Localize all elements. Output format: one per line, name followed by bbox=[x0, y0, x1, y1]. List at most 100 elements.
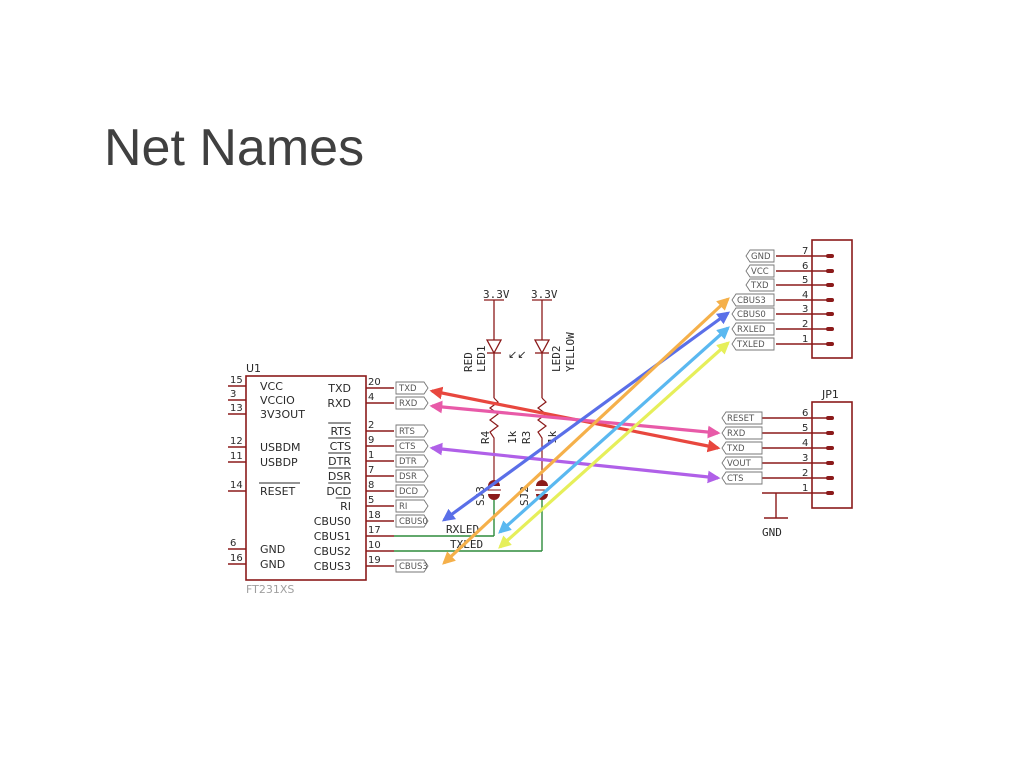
top-header-pin-number: 1 bbox=[802, 334, 808, 345]
u1-left-pin-number: 14 bbox=[230, 480, 243, 491]
top-header-net-tag-label: CBUS0 bbox=[737, 310, 766, 320]
u1-net-tag-label: DTR bbox=[399, 457, 417, 467]
top-header-net-tag bbox=[745, 264, 775, 278]
led2-ref-label: LED2 bbox=[550, 346, 563, 373]
u1-net-tag-label: CTS bbox=[399, 442, 416, 452]
top-header-pin-number: 4 bbox=[802, 290, 808, 301]
jp1-body bbox=[811, 401, 853, 509]
u1-left-pin-number: 11 bbox=[230, 451, 243, 462]
u1-right-pin-number: 4 bbox=[368, 392, 374, 403]
top-header-net-tag bbox=[731, 307, 775, 321]
jp1-net-tag-label: RXD bbox=[727, 429, 746, 439]
jp1-pin-number: 5 bbox=[802, 423, 808, 434]
top-header-net-tag-label: GND bbox=[751, 252, 771, 262]
u1-right-pin-number: 18 bbox=[368, 510, 381, 521]
u1-net-tag bbox=[395, 484, 429, 498]
jp1-net-tag-label: CTS bbox=[727, 474, 744, 484]
jp1-pin bbox=[826, 491, 834, 495]
u1-right-pin-number: 7 bbox=[368, 465, 374, 476]
u1-left-pin-name: RESET bbox=[260, 485, 296, 498]
u1-left-pin-number: 3 bbox=[230, 389, 236, 400]
r3-ref-label: R3 bbox=[520, 431, 533, 444]
u1-net-tag bbox=[395, 514, 429, 528]
u1-ref: U1 bbox=[246, 362, 261, 375]
led1-color-label: RED bbox=[462, 352, 475, 372]
top-header-pin-number: 2 bbox=[802, 319, 808, 330]
top-header-net-tag bbox=[731, 322, 775, 336]
u1-right-pin-name: TXD bbox=[327, 382, 351, 395]
u1-body bbox=[245, 375, 367, 581]
u1-left-pin-name: 3V3OUT bbox=[260, 408, 305, 421]
u1-right-pin-number: 8 bbox=[368, 480, 374, 491]
jp1-ref: JP1 bbox=[821, 388, 839, 401]
led1-ref-label: LED1 bbox=[475, 346, 488, 373]
u1-net-tag-label: DSR bbox=[399, 472, 417, 482]
jp1-pin-number: 2 bbox=[802, 468, 808, 479]
u1-net-tag bbox=[395, 454, 429, 468]
u1-net-tag bbox=[395, 396, 429, 410]
slide-title: Net Names bbox=[104, 119, 365, 177]
u1-left-pin-name: GND bbox=[260, 543, 285, 556]
top-header-net-tag-label: RXLED bbox=[737, 325, 766, 335]
u1-net-tag bbox=[395, 559, 429, 573]
jp1-net-tag-label: TXD bbox=[726, 444, 745, 454]
u1-left-pin-number: 6 bbox=[230, 538, 236, 549]
u1-left-pin-number: 13 bbox=[230, 403, 243, 414]
u1-right-pin-name: RXD bbox=[327, 397, 351, 410]
led-symbol bbox=[533, 339, 551, 355]
u1-left-pin-number: 12 bbox=[230, 436, 243, 447]
u1-net-tag bbox=[395, 469, 429, 483]
u1-right-pin-number: 2 bbox=[368, 420, 374, 431]
top-header-pin-number: 6 bbox=[802, 261, 808, 272]
jp1-pin bbox=[826, 416, 834, 420]
led-light-rays-icon: ↙↙ bbox=[508, 348, 526, 361]
top-header-pin bbox=[826, 298, 834, 302]
u1-net-tag bbox=[395, 439, 429, 453]
led-symbol bbox=[485, 339, 503, 355]
jp1-pin-number: 1 bbox=[802, 483, 808, 494]
u1-right-pin-name: RTS bbox=[330, 425, 351, 438]
u1-right-pin-name: DCD bbox=[326, 485, 351, 498]
u1-right-pin-name: RI bbox=[340, 500, 351, 513]
u1-left-pin-name: USBDP bbox=[260, 456, 298, 469]
u1-right-pin-number: 5 bbox=[368, 495, 374, 506]
jp1-pin bbox=[826, 446, 834, 450]
u1-right-pin-name: CBUS1 bbox=[314, 530, 351, 543]
jp1-net-tag-label: RESET bbox=[727, 414, 755, 424]
jp1-pin bbox=[826, 461, 834, 465]
u1-left-pin-number: 16 bbox=[230, 553, 243, 564]
u1-left-pin-name: GND bbox=[260, 558, 285, 571]
jp1-pin-number: 6 bbox=[802, 408, 808, 419]
jp1-pin bbox=[826, 431, 834, 435]
u1-right-pin-number: 19 bbox=[368, 555, 381, 566]
u1-net-tag-label: DCD bbox=[399, 487, 418, 497]
top-header-pin bbox=[826, 283, 834, 287]
u1-net-tag-label: CBUS3 bbox=[399, 562, 428, 572]
u1-right-pin-name: CBUS2 bbox=[314, 545, 351, 558]
jp1-pin bbox=[826, 476, 834, 480]
rxd-arrow bbox=[429, 400, 721, 439]
top-header-pin-number: 3 bbox=[802, 304, 808, 315]
u1-right-pin-name: DSR bbox=[328, 470, 351, 483]
u1-net-tag bbox=[395, 381, 429, 395]
r4-ref-label: R4 bbox=[479, 430, 492, 444]
top-header-pin bbox=[826, 254, 834, 258]
u1-net-tag-label: CBUS0 bbox=[399, 517, 428, 527]
u1-net-tag-label: TXD bbox=[398, 384, 417, 394]
top-header-pin-number: 7 bbox=[802, 246, 808, 257]
led2-color-label: YELLOW bbox=[564, 332, 577, 372]
u1-right-pin-name: CBUS3 bbox=[314, 560, 351, 573]
u1-right-pin-number: 9 bbox=[368, 435, 374, 446]
jp1-net-tag-label: VOUT bbox=[727, 459, 752, 469]
u1-right-pin-number: 1 bbox=[368, 450, 374, 461]
u1-right-pin-number: 20 bbox=[368, 377, 381, 388]
top-header-net-tag bbox=[745, 278, 775, 292]
top-header-pin-number: 5 bbox=[802, 275, 808, 286]
jp1-pin-number: 3 bbox=[802, 453, 808, 464]
u1-net-tag-label: RI bbox=[399, 502, 407, 512]
jp1-pin-number: 4 bbox=[802, 438, 808, 449]
u1-net-tag-label: RXD bbox=[399, 399, 418, 409]
top-header-net-tag-label: CBUS3 bbox=[737, 296, 766, 306]
u1-right-pin-name: DTR bbox=[328, 455, 351, 468]
